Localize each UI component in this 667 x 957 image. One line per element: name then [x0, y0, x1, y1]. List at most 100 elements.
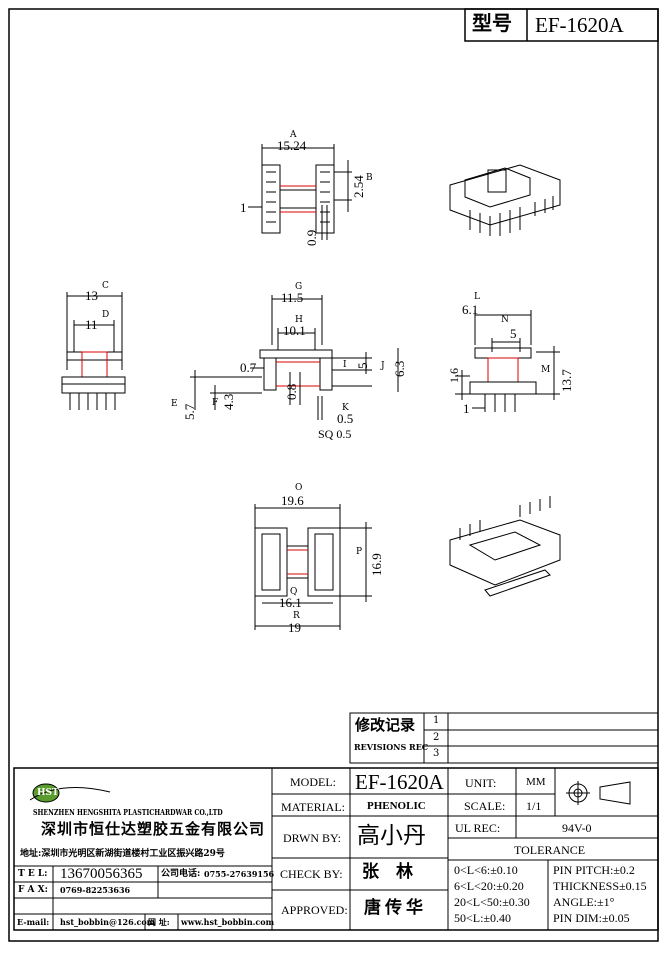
- dim-5-7: 5.7: [182, 403, 197, 420]
- web-label: 网 址:: [148, 917, 170, 927]
- dim-15-24: 15.24: [277, 138, 307, 153]
- dim-4-3: 4.3: [221, 393, 236, 410]
- dim-5-side: 5: [510, 326, 517, 341]
- material-label: MATERIAL:: [281, 800, 345, 814]
- dim-13-7: 13.7: [559, 369, 574, 392]
- tel-label: T E L:: [18, 869, 48, 879]
- dim-13: 13: [85, 288, 98, 303]
- label-b: B: [366, 173, 373, 183]
- company-name-cn: 深圳市恒仕达塑胶五金有限公司: [41, 820, 266, 838]
- spec-row-3: ANGLE:±1°: [553, 895, 615, 909]
- drawn-value: 高小丹: [357, 823, 426, 849]
- type-label: 型号: [472, 11, 512, 35]
- label-g: G: [295, 282, 303, 292]
- dim-0-8: 0.8: [284, 383, 299, 400]
- approved-label: APPROVED:: [281, 903, 348, 917]
- label-j: J: [381, 361, 385, 371]
- spec-row-2: THICKNESS±0.15: [553, 879, 647, 893]
- dim-11-5: 11.5: [281, 290, 304, 305]
- tolerance-row-1: 0<L<6:±0.10: [454, 863, 518, 877]
- dim-16-9: 16.9: [369, 553, 384, 576]
- revision-mark-1: 1: [433, 715, 440, 726]
- unit-value: MM: [526, 776, 546, 788]
- title-block: [13, 767, 659, 931]
- pin-one-top: 1: [240, 200, 247, 215]
- tolerance-row-2: 6<L<20:±0.20: [454, 879, 524, 893]
- revision-table: [349, 712, 659, 764]
- label-m: M: [541, 365, 551, 375]
- model-value: EF-1620A: [355, 770, 444, 794]
- dim-11: 11: [85, 317, 98, 332]
- label-n: N: [501, 315, 509, 325]
- dim-0-9: 0.9: [304, 229, 319, 246]
- front-view: [61, 292, 262, 410]
- dim-6-3: 6.3: [392, 360, 407, 377]
- ul-value: 94V-0: [562, 821, 592, 835]
- check-value: 张 林: [362, 862, 413, 882]
- section-view: [250, 295, 399, 420]
- material-value: PHENOLIC: [367, 800, 426, 812]
- dim-0-7: 0.7: [240, 360, 257, 375]
- label-k: K: [342, 403, 349, 413]
- label-l: L: [474, 292, 480, 302]
- approved-value: 唐传华: [364, 898, 427, 918]
- dim-5: 5: [355, 362, 370, 370]
- tolerance-row-3: 20<L<50:±0.30: [454, 895, 530, 909]
- ul-label: UL REC:: [455, 821, 501, 835]
- company-logo-swoosh: [29, 787, 111, 801]
- company-logo-icon: [32, 783, 60, 803]
- dim-6-1: 6.1: [462, 302, 479, 317]
- header-box: [464, 8, 659, 42]
- label-h: H: [295, 315, 303, 325]
- top-view: [248, 144, 352, 240]
- spec-row-1: PIN PITCH:±0.2: [553, 863, 635, 877]
- dim-19-6: 19.6: [281, 493, 304, 508]
- model-code: EF-1620A: [535, 13, 624, 37]
- revision-mark-3: 3: [433, 748, 440, 759]
- label-f: F: [212, 398, 219, 408]
- label-p: P: [356, 547, 363, 557]
- revisions-title-cn: 修改记录: [355, 716, 416, 734]
- outer-frame: [8, 8, 659, 942]
- label-a: A: [290, 130, 297, 140]
- dim-19: 19: [288, 620, 301, 635]
- unit-label: UNIT:: [465, 776, 497, 790]
- pin-one-side: 1: [463, 401, 470, 416]
- label-q: Q: [290, 587, 298, 597]
- dim-0-5: 0.5: [337, 411, 354, 426]
- projection-symbol-icon: [566, 781, 631, 805]
- label-e: E: [171, 399, 178, 409]
- logo-text: HST: [37, 788, 59, 798]
- drawn-label: DRWN BY:: [283, 831, 341, 845]
- revision-mark-2: 2: [433, 732, 440, 743]
- dim-16-1: 16.1: [279, 595, 302, 610]
- revisions-title-en: REVISIONS REC: [354, 742, 429, 752]
- isometric-bottom: [449, 496, 561, 597]
- scale-label: SCALE:: [464, 799, 506, 813]
- label-d: D: [102, 310, 110, 320]
- dim-2-54: 2.54: [351, 175, 366, 198]
- tolerance-label: TOLERANCE: [514, 843, 586, 857]
- isometric-top: [449, 164, 561, 236]
- tolerance-row-4: 50<L:±0.40: [454, 911, 512, 925]
- spec-row-4: PIN DIM:±0.05: [553, 911, 630, 925]
- fax-value: 0769-82253636: [60, 885, 131, 895]
- label-r: R: [293, 611, 300, 621]
- company-name-en: SHENZHEN HENGSHITA PLASTICHARDWAR CO.,LT…: [33, 807, 223, 817]
- email-label: E-mail:: [17, 917, 50, 927]
- dim-sq-0-5: SQ 0.5: [318, 427, 352, 441]
- label-i: I: [343, 360, 347, 370]
- company-phone-label: 公司电话:: [161, 869, 201, 879]
- model-label: MODEL:: [290, 775, 336, 789]
- web-value[interactable]: www.hst_bobbin.com: [181, 917, 275, 927]
- check-label: CHECK BY:: [280, 867, 343, 881]
- dim-10-1: 10.1: [283, 323, 306, 338]
- side-view: [455, 310, 560, 412]
- bottom-view: [254, 504, 372, 630]
- tel-value: 13670056365: [60, 866, 143, 882]
- company-phone-value: 0755-27639156: [204, 869, 275, 879]
- label-o: O: [295, 483, 303, 493]
- scale-value: 1/1: [526, 799, 542, 813]
- email-value[interactable]: hst_bobbin@126.com: [60, 917, 156, 927]
